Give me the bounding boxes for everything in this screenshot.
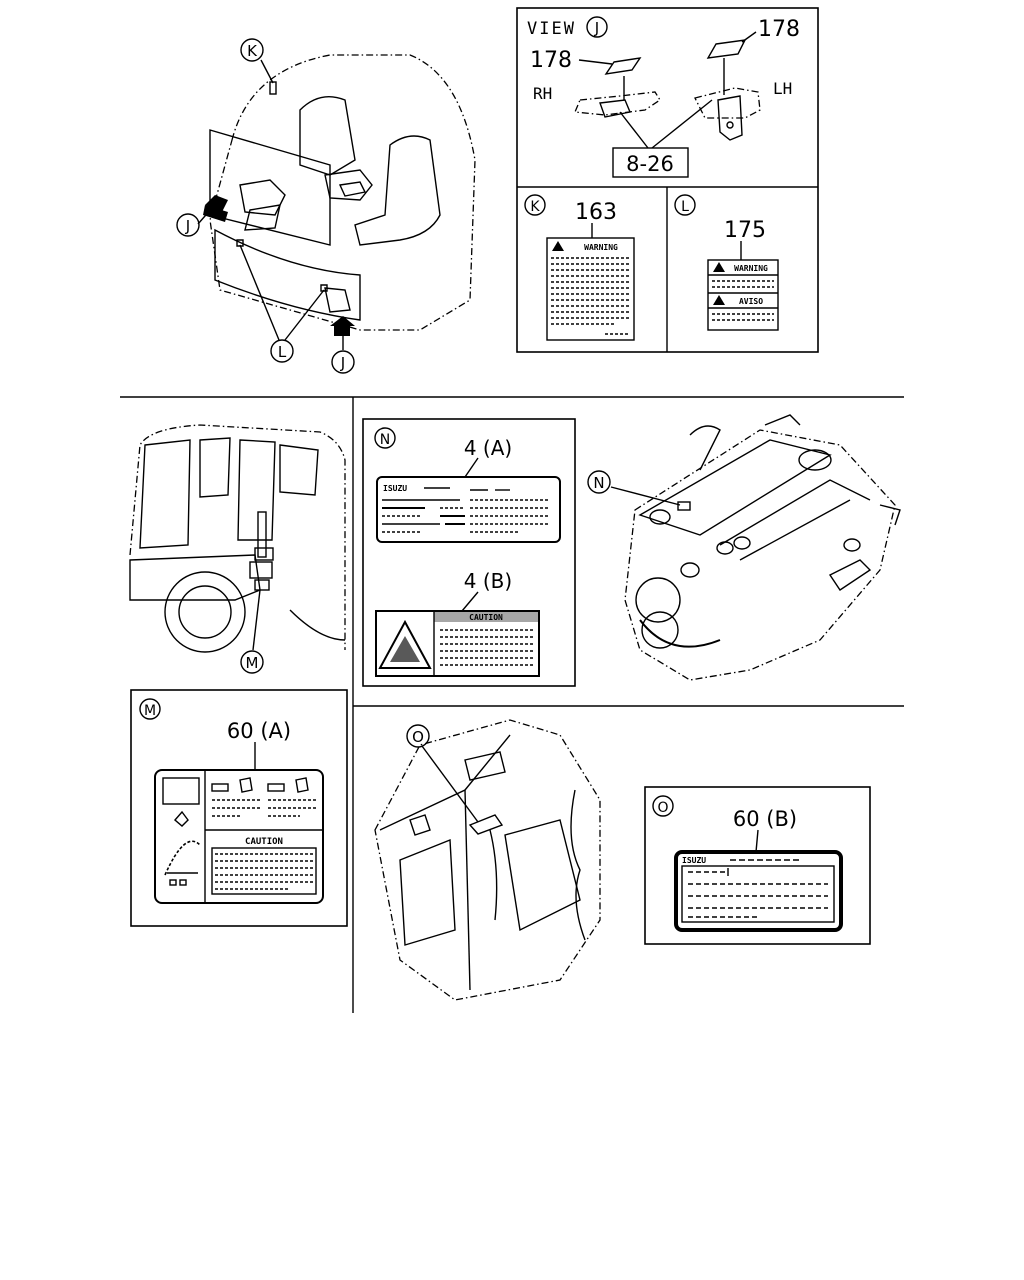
callout-o-label: O (657, 800, 668, 816)
detail-box-o: O 60 (B) ISUZU (644, 786, 871, 945)
callout-o-label: O (412, 728, 424, 746)
callout-l-label: L (681, 199, 689, 215)
callout-l-label: L (278, 343, 287, 361)
part-number-178-rh: 178 (530, 48, 572, 73)
reference-page-8-26: 8-26 (626, 152, 674, 176)
callout-o-circle (406, 724, 430, 748)
callout-j-circle (176, 213, 200, 237)
callout-n-label: N (380, 432, 390, 448)
engine-cover-illustration (374, 719, 601, 1001)
detail-box-k: K 163 WARNING (524, 194, 635, 341)
isuzu-brand: ISUZU (383, 484, 407, 493)
isuzu-label-4a (376, 476, 561, 543)
callout-j-label: J (185, 217, 190, 235)
callout-j-label: J (340, 354, 345, 372)
part-number-178-lh: 178 (758, 17, 800, 42)
view-title: VIEW (527, 19, 576, 39)
detail-box-m: M 60 (A) CAUTION (130, 689, 348, 927)
sticker-lh (706, 39, 747, 59)
callout-k-label: K (530, 199, 540, 215)
callout-n-circle (374, 427, 396, 449)
caution-title: CAUTION (245, 837, 283, 847)
bracket-lh (694, 87, 761, 119)
callout-m-left: M (240, 650, 264, 674)
view-letter: J (594, 19, 599, 37)
part-number-60b: 60 (B) (733, 807, 797, 831)
callout-k-label: K (247, 42, 258, 60)
view-j-panel: VIEW J 178 178 RH LH 8-26 K 163 (516, 7, 819, 353)
caution-label-4b (375, 610, 540, 677)
callout-o-left: O (406, 724, 430, 748)
part-number-175: 175 (724, 218, 766, 243)
cab-interior-illustration (197, 54, 476, 350)
callout-n-circle (587, 470, 611, 494)
part-number-4a: 4 (A) (464, 436, 512, 460)
callout-k-circle (240, 38, 264, 62)
caution-title: CAUTION (469, 613, 503, 622)
section-dividers (120, 396, 904, 1013)
callout-m-circle (240, 650, 264, 674)
callout-l-circle (270, 339, 294, 363)
bracket-rh (574, 91, 661, 116)
side-label-rh: RH (533, 84, 552, 103)
detail-box-n: N 4 (A) ISUZU 4 (B) CAUTION (362, 418, 576, 687)
callout-k: K (240, 38, 264, 62)
callout-l-circle (674, 194, 696, 216)
warning-label-163 (546, 237, 635, 341)
truck-cab-exterior-illustration (129, 424, 346, 653)
callout-j-bottom: J (331, 350, 355, 374)
side-label-lh: LH (773, 79, 792, 98)
callout-n-engine: N (587, 470, 611, 494)
callout-j-circle (331, 350, 355, 374)
part-number-163: 163 (575, 200, 617, 225)
isuzu-brand: ISUZU (682, 856, 706, 865)
warning-title: WARNING (584, 243, 618, 252)
callout-m-label: M (144, 703, 156, 719)
callout-m-circle (139, 698, 161, 720)
warning-title: WARNING (734, 264, 768, 273)
callout-j-left: J (176, 213, 200, 237)
part-number-4b: 4 (B) (464, 569, 512, 593)
callout-n-label: N (593, 474, 604, 492)
sticker-rh (604, 57, 642, 75)
callout-o-circle (652, 795, 674, 817)
detail-box-l: L 175 WARNING AVISO (674, 194, 779, 331)
caution-label-60a (154, 769, 324, 904)
isuzu-label-60b (674, 850, 843, 932)
callout-l: L (270, 339, 294, 363)
view-letter-circle (586, 16, 608, 38)
part-number-60a: 60 (A) (227, 719, 291, 743)
callout-m-label: M (246, 654, 259, 672)
engine-illustration (610, 414, 901, 681)
aviso-title: AVISO (739, 297, 763, 306)
warning-label-175 (707, 259, 779, 331)
callout-k-circle (524, 194, 546, 216)
